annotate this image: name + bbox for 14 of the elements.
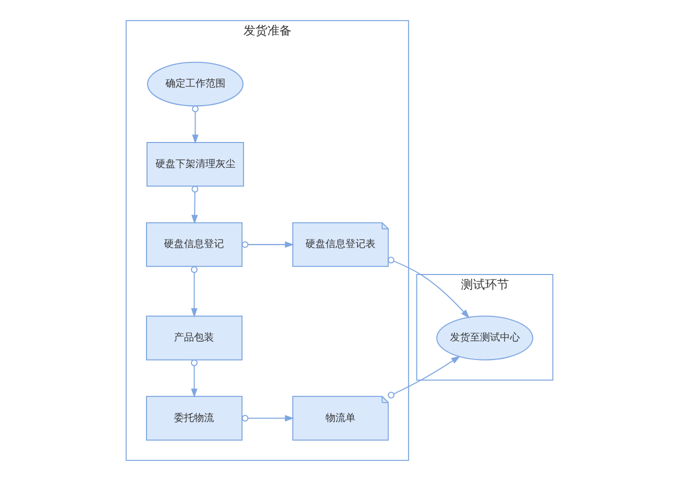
arrow <box>242 241 294 248</box>
arrow <box>242 414 294 422</box>
node-ellipse: 发货至测试中心 <box>436 316 534 360</box>
arrow <box>191 186 198 224</box>
node-box: 硬盘下架清理灰尘 <box>146 142 244 187</box>
arrow <box>192 106 199 144</box>
arrow <box>190 359 198 398</box>
node-ellipse: 确定工作范围 <box>147 62 244 106</box>
node-box: 产品包装 <box>146 316 242 360</box>
arrow <box>388 356 460 398</box>
node-box: 硬盘信息登记 <box>146 222 242 267</box>
arrow <box>190 266 198 318</box>
arrow <box>388 256 470 318</box>
node-box: 委托物流 <box>146 396 242 441</box>
